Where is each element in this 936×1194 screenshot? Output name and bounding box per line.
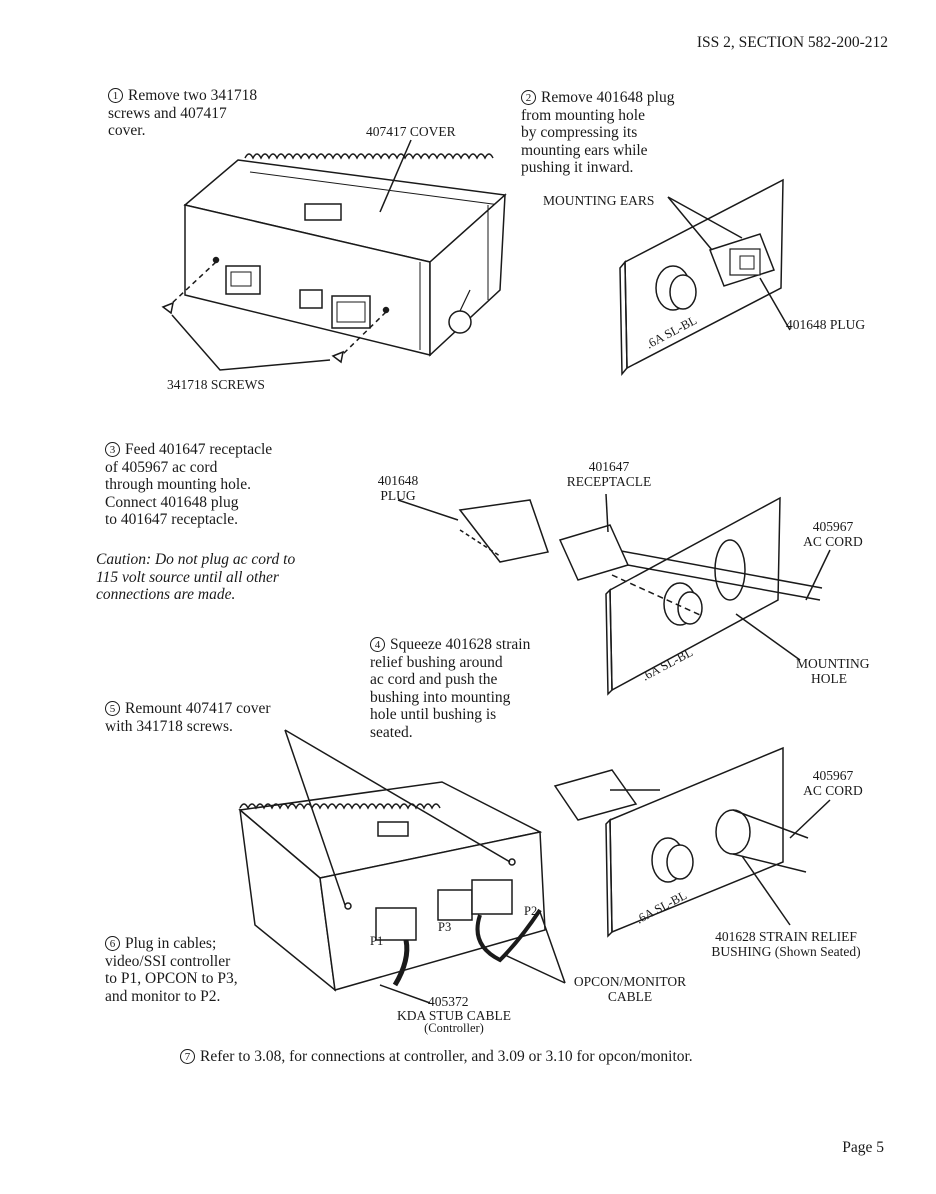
screws-label: 341718 SCREWS: [167, 377, 265, 392]
step-2-text: Remove 401648 plug from mounting hole by…: [521, 89, 675, 176]
section-header: ISS 2, SECTION 582-200-212: [696, 34, 888, 51]
ac-cord-label-2: 405967 AC CORD: [803, 768, 863, 798]
mounting-plate-figure-2: [619, 178, 791, 377]
step-7: 7 Refer to 3.08, for connections at contr…: [180, 1048, 693, 1066]
step-7-text: Refer to 3.08, for connections at contro…: [200, 1048, 693, 1065]
strain-relief-label: 401628 STRAIN RELIEF BUSHING (Shown Seat…: [711, 929, 861, 959]
p2-connector-label: P2: [524, 904, 538, 918]
step-7-number: 7: [180, 1049, 195, 1064]
p3-connector-label: P3: [438, 920, 452, 934]
step-5-number: 5: [105, 701, 120, 716]
step-1-number: 1: [108, 88, 123, 103]
strain-relief-figure-4: [553, 746, 831, 938]
kda-stub-cable-label: KDA STUB CABLE: [396, 1008, 511, 1023]
step-3-number: 3: [105, 442, 120, 457]
receptacle-401647-label: 401647 RECEPTACLE: [566, 459, 652, 489]
step-4-text: Squeeze 401628 strain relief bushing aro…: [370, 636, 531, 741]
step-3-text: Feed 401647 receptacle of 405967 ac cord…: [105, 441, 273, 528]
step-5-text: Remount 407417 cover with 341718 screws.: [105, 700, 271, 735]
mounting-hole-label: MOUNTING HOLE: [796, 656, 870, 686]
step-2-number: 2: [521, 90, 536, 105]
opcon-monitor-cable-label: OPCON/MONITOR CABLE: [573, 974, 687, 1004]
plug-401648-label: 401648 PLUG: [377, 473, 419, 503]
kda-stub-part-number: 405372: [428, 994, 469, 1009]
step-6-number: 6: [105, 936, 120, 951]
step-6-text: Plug in cables; video/SSI controller to …: [105, 935, 238, 1005]
controller-unit-figure-1: [161, 139, 507, 371]
p1-connector-label: P1: [370, 934, 384, 948]
step-4-number: 4: [370, 637, 385, 652]
plug-receptacle-figure-3: [397, 493, 831, 696]
cover-label: 407417 COVER: [366, 124, 456, 139]
caution-note: Caution: Do not plug ac cord to 115 volt…: [96, 551, 296, 603]
ac-cord-label-1: 405967 AC CORD: [803, 519, 863, 549]
page-number: Page 5: [842, 1139, 884, 1156]
kda-stub-controller-label: (Controller): [424, 1021, 484, 1035]
plug-401648-label-top: 401648 PLUG: [786, 317, 866, 332]
mounting-ears-label: MOUNTING EARS: [543, 193, 655, 208]
controller-unit-figure-5: [238, 729, 566, 1004]
step-1-text: Remove two 341718 screws and 407417 cove…: [108, 87, 258, 139]
